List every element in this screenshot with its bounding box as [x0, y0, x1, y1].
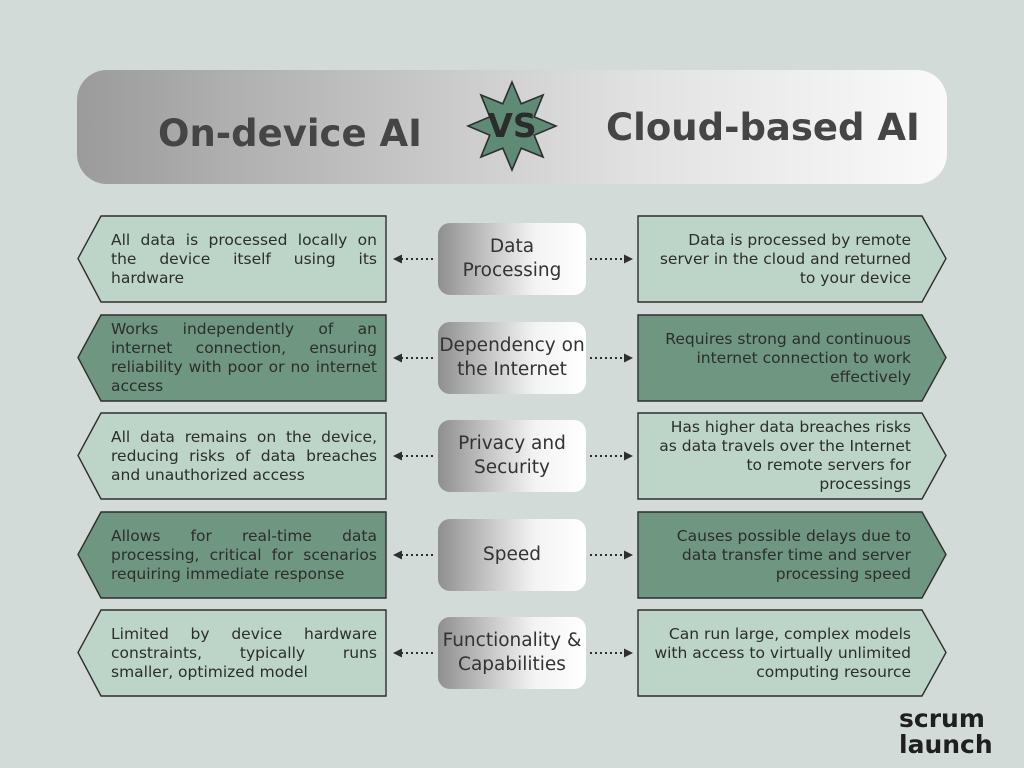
right-arrow-box-shape: [637, 609, 947, 697]
on-device-description: All data remains on the device, reducing…: [111, 427, 377, 484]
left-arrow-box-shape: [77, 215, 387, 303]
left-arrow-box-shape: [77, 314, 387, 402]
dotted-arrow-right-icon: [590, 254, 633, 264]
on-device-box: All data is processed locally on the dev…: [77, 215, 387, 303]
scrumlaunch-logo: scrum launch: [899, 706, 1009, 758]
cloud-description: Causes possible delays due to data trans…: [676, 526, 911, 583]
on-device-description: Allows for real-time data processing, cr…: [111, 526, 377, 583]
on-device-description: Works independently of an internet conne…: [111, 320, 377, 395]
dotted-arrow-right-icon: [590, 451, 633, 461]
category-text: Dependency on the Internet: [439, 335, 585, 380]
on-device-description: Limited by device hardware constraints, …: [111, 624, 377, 681]
category-label: Data Processing: [438, 223, 586, 295]
logo-line-1: scrum: [899, 704, 985, 733]
dotted-arrow-right-icon: [590, 550, 633, 560]
right-arrow-box-shape: [637, 412, 947, 500]
cloud-box: Has higher data breaches risks as data t…: [637, 412, 947, 500]
cloud-box: Data is processed by remote server in th…: [637, 215, 947, 303]
star-badge-icon: [466, 80, 558, 172]
logo-line-2: launch: [899, 730, 993, 759]
left-title: On-device AI: [158, 112, 422, 155]
cloud-box: Can run large, complex models with acces…: [637, 609, 947, 697]
cloud-box: Requires strong and continuous internet …: [637, 314, 947, 402]
on-device-box: All data remains on the device, reducing…: [77, 412, 387, 500]
left-arrow-box-shape: [77, 609, 387, 697]
category-label: Privacy and Security: [438, 420, 586, 492]
category-text: Data Processing: [462, 236, 562, 281]
dotted-arrow-right-icon: [590, 353, 633, 363]
dotted-arrow-left-icon: [393, 254, 436, 264]
left-arrow-box-shape: [77, 412, 387, 500]
category-label: Dependency on the Internet: [438, 322, 586, 394]
category-label: Functionality & Capabilities: [438, 617, 586, 689]
vs-badge: VS: [466, 80, 558, 172]
left-arrow-box-shape: [77, 511, 387, 599]
right-arrow-box-shape: [637, 511, 947, 599]
dotted-arrow-left-icon: [393, 648, 436, 658]
cloud-description: Requires strong and continuous internet …: [665, 329, 911, 386]
category-label: Speed: [438, 519, 586, 591]
on-device-description: All data is processed locally on the dev…: [111, 230, 377, 287]
cloud-description: Has higher data breaches risks as data t…: [659, 418, 911, 493]
cloud-description: Data is processed by remote server in th…: [659, 230, 911, 287]
dotted-arrow-left-icon: [393, 550, 436, 560]
right-title: Cloud-based AI: [606, 106, 920, 149]
dotted-arrow-right-icon: [590, 648, 633, 658]
vs-label: VS: [487, 106, 537, 145]
dotted-arrow-left-icon: [393, 451, 436, 461]
on-device-box: Works independently of an internet conne…: [77, 314, 387, 402]
dotted-arrow-left-icon: [393, 353, 436, 363]
right-arrow-box-shape: [637, 314, 947, 402]
on-device-box: Limited by device hardware constraints, …: [77, 609, 387, 697]
category-text: Speed: [483, 544, 541, 565]
on-device-box: Allows for real-time data processing, cr…: [77, 511, 387, 599]
right-arrow-box-shape: [637, 215, 947, 303]
cloud-description: Can run large, complex models with acces…: [654, 624, 911, 681]
category-text: Privacy and Security: [458, 433, 566, 478]
cloud-box: Causes possible delays due to data trans…: [637, 511, 947, 599]
category-text: Functionality & Capabilities: [442, 630, 582, 675]
